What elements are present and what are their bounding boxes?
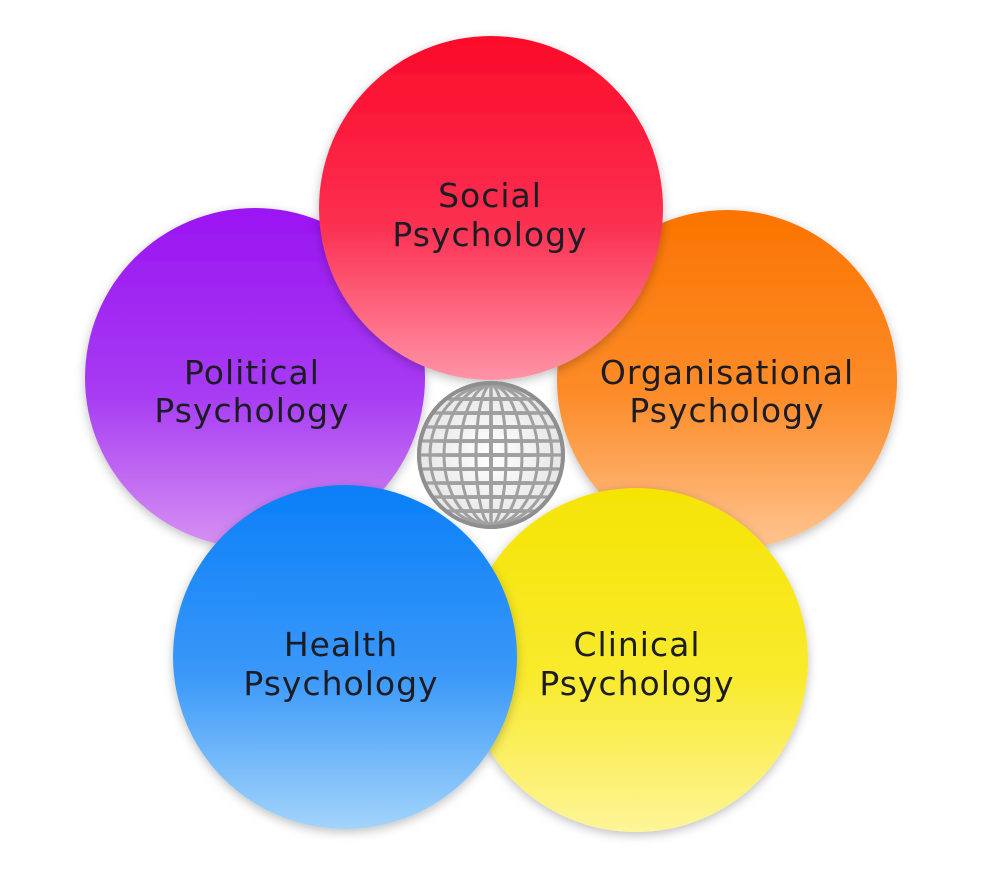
political-label-line1: Political [184, 353, 320, 392]
wireframe-globe-icon [417, 381, 565, 529]
clinical-label-line2: Psychology [539, 664, 734, 703]
social-circle [319, 36, 663, 380]
social-psychology-node: Social Psychology [319, 36, 663, 380]
political-label-line2: Psychology [154, 391, 349, 430]
political-circle [85, 208, 425, 548]
clinical-psychology-node: Clinical Psychology [464, 488, 808, 832]
health-label-line1: Health [284, 625, 398, 664]
health-label-line2: Psychology [243, 664, 438, 703]
social-label-line1: Social [438, 176, 542, 215]
health-circle [173, 485, 517, 829]
clinical-circle [464, 488, 808, 832]
social-label-line2: Psychology [392, 215, 587, 254]
organisational-label-line2: Psychology [629, 391, 824, 430]
political-psychology-node: Political Psychology [85, 208, 425, 548]
organisational-circle [557, 210, 897, 550]
organisational-label-line1: Organisational [600, 353, 854, 392]
clinical-label-line1: Clinical [574, 625, 701, 664]
health-psychology-node: Health Psychology [173, 485, 517, 829]
organisational-psychology-node: Organisational Psychology [557, 210, 897, 550]
